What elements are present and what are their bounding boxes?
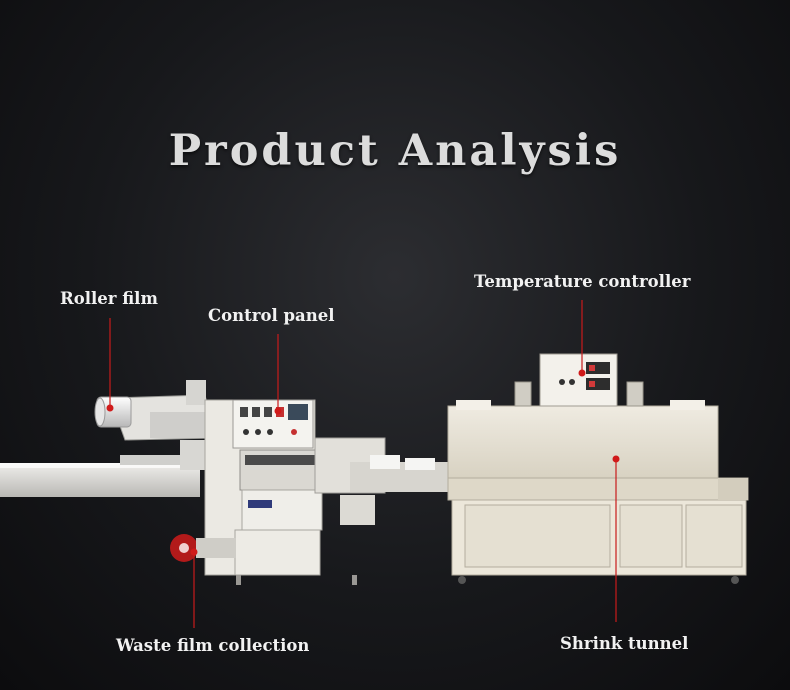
label-roller-film: Roller film <box>60 289 158 308</box>
infeed-conveyor <box>0 463 200 497</box>
label-shrink-tunnel: Shrink tunnel <box>560 634 689 653</box>
tunnel-upper-hood <box>447 405 719 479</box>
label-control-panel: Control panel <box>208 306 335 325</box>
waste-film-marker <box>190 548 198 556</box>
flow-wrapping-machine <box>0 380 460 585</box>
roller-film-marker <box>106 404 114 412</box>
label-temperature-controller: Temperature controller <box>474 272 691 291</box>
shrink-tunnel-marker <box>612 455 620 463</box>
control-panel-marker <box>274 407 282 415</box>
shrink-tunnel-machine <box>447 353 749 584</box>
page-title: Product Analysis <box>168 126 622 176</box>
label-waste-film-collection: Waste film collection <box>116 636 310 655</box>
temperature-controller-marker <box>578 369 586 377</box>
